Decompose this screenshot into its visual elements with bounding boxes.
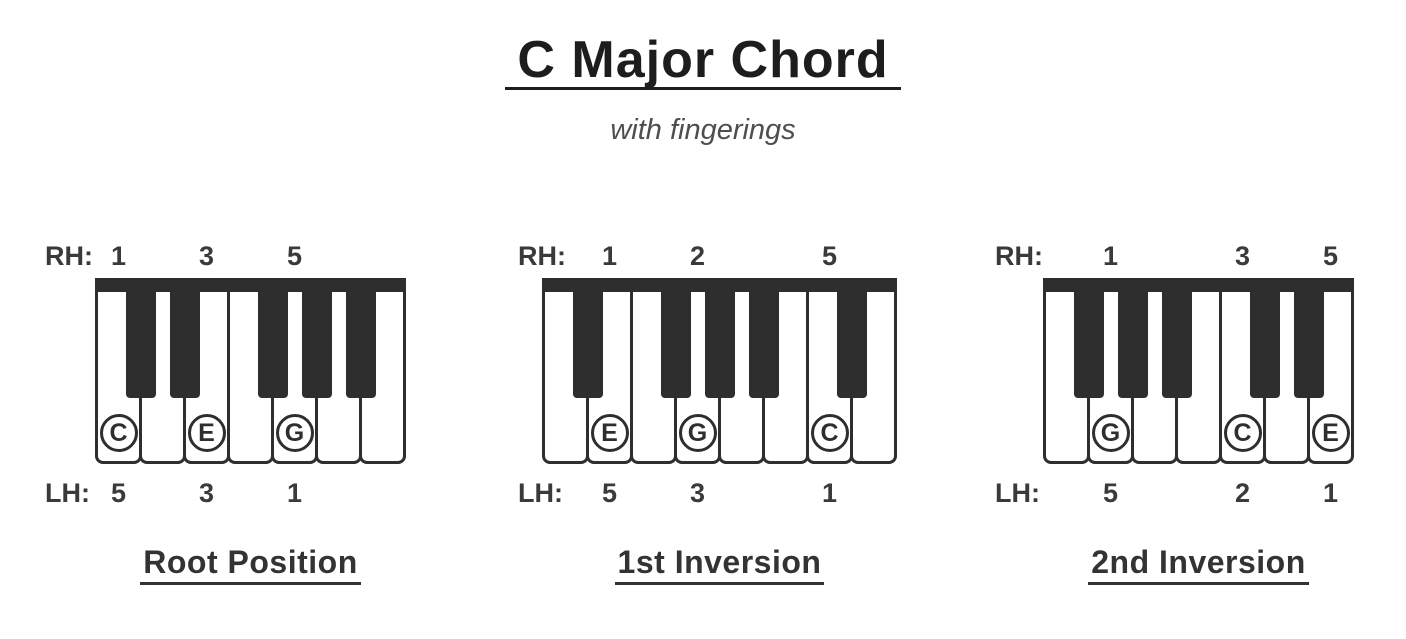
rh-finger: 2 [689,241,706,271]
rh-hand-label: RH: [995,241,1043,271]
lh-finger: 3 [689,478,706,508]
rh-finger: 1 [601,241,618,271]
lh-finger: 5 [601,478,618,508]
lh-finger-row: LH: 5 3 1 [45,464,406,522]
rh-finger: 5 [821,241,838,271]
note-marker-c: C [99,414,138,452]
rh-finger-row: RH: 1 2 5 [518,238,897,278]
lh-finger: 2 [1234,478,1251,508]
piano-top-bar [95,278,406,292]
lh-finger-row: LH: 5 2 1 [995,464,1354,522]
rh-hand-label: RH: [518,241,566,271]
piano-top-bar [542,278,897,292]
page-subtitle: with fingerings [610,114,796,146]
chord-label: 2nd Inversion [1088,546,1309,585]
rh-finger: 1 [110,241,127,271]
note-marker-e: E [590,414,629,452]
black-key-a-sharp [1161,278,1192,398]
black-key-f-sharp [1073,278,1104,398]
chord-label-wrap: 1st Inversion [542,546,897,585]
rh-hand-label: RH: [45,241,93,271]
note-marker-g: G [275,414,314,452]
black-key-g-sharp [301,278,332,398]
black-key-a-sharp [748,278,779,398]
rh-finger: 1 [1102,241,1119,271]
chord-label: Root Position [140,546,361,585]
rh-finger: 5 [286,241,303,271]
rh-finger: 5 [1322,241,1339,271]
note-marker-c: C [810,414,849,452]
lh-finger-row: LH: 5 3 1 [518,464,897,522]
black-key-d-sharp [169,278,200,398]
note-marker-e: E [1311,414,1350,452]
lh-finger: 1 [1322,478,1339,508]
chord-label-wrap: Root Position [95,546,406,585]
rh-finger: 3 [1234,241,1251,271]
black-key-g-sharp [704,278,735,398]
lh-hand-label: LH: [995,478,1040,508]
black-key-c-sharp [125,278,156,398]
black-key-d-sharp [1293,278,1324,398]
note-marker-e: E [187,414,226,452]
piano-top-bar [1043,278,1354,292]
rh-finger-row: RH: 1 3 5 [45,238,406,278]
lh-finger: 3 [198,478,215,508]
note-marker-c: C [1223,414,1262,452]
black-key-a-sharp [345,278,376,398]
chord-label-wrap: 2nd Inversion [1043,546,1354,585]
lh-finger: 1 [286,478,303,508]
lh-hand-label: LH: [518,478,563,508]
lh-finger: 5 [110,478,127,508]
black-key-c-sharp [836,278,867,398]
page-title-text: C Major Chord [505,34,901,90]
page-title: C Major Chord [0,34,1406,90]
rh-finger: 3 [198,241,215,271]
black-key-c-sharp [1249,278,1280,398]
rh-finger-row: RH: 1 3 5 [995,238,1354,278]
black-key-f-sharp [660,278,691,398]
black-key-f-sharp [257,278,288,398]
lh-hand-label: LH: [45,478,90,508]
chord-label: 1st Inversion [614,546,825,585]
lh-finger: 5 [1102,478,1119,508]
black-key-g-sharp [1117,278,1148,398]
black-key-d-sharp [572,278,603,398]
note-marker-g: G [678,414,717,452]
lh-finger: 1 [821,478,838,508]
note-marker-g: G [1091,414,1130,452]
